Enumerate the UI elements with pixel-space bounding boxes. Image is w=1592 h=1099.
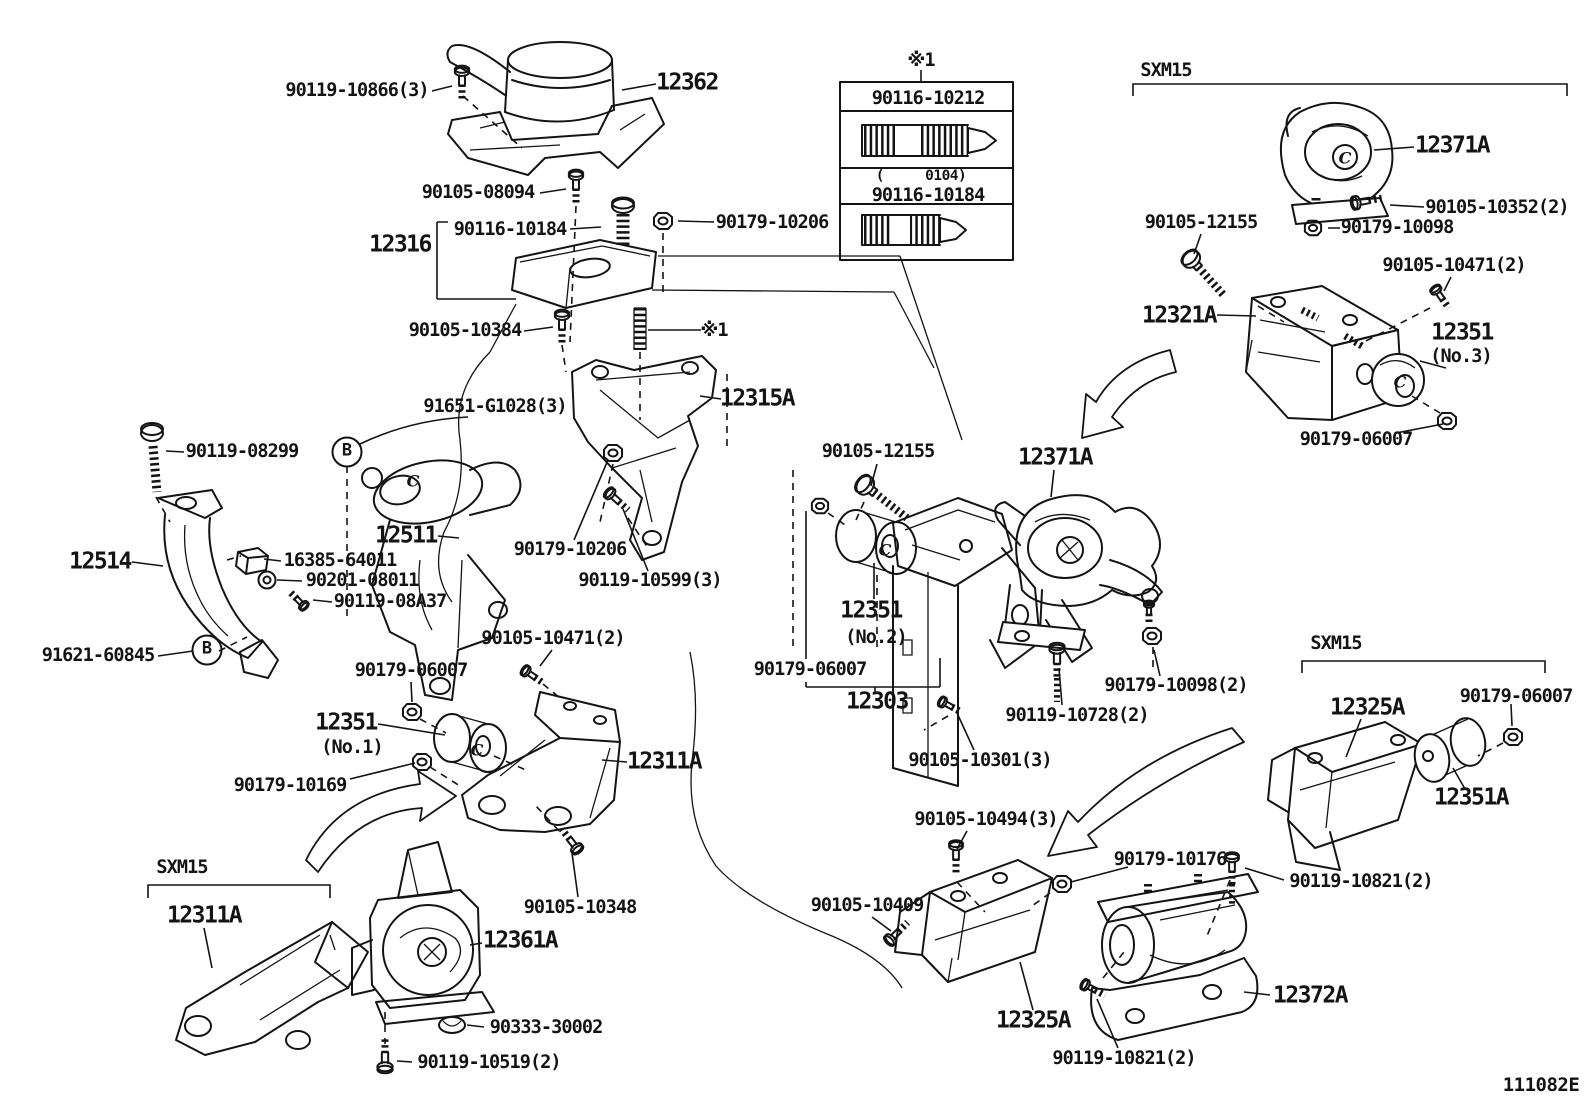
leader-lines [132, 84, 1512, 1062]
part-label: 90179-06007 [753, 658, 868, 680]
part-label: 12362 [656, 69, 719, 96]
variant-label-sxm15: SXM15 [1310, 632, 1362, 654]
part-label: 12325A [1329, 694, 1406, 721]
part-label: 12351 [840, 597, 903, 624]
part-label: 90119-08299 [185, 440, 300, 462]
part-label: 90105-10301(3) [908, 749, 1052, 771]
part-label: 12316 [369, 231, 432, 258]
part-12511-art [362, 451, 520, 700]
ref-table-lower-part: 90116-10184 [871, 184, 986, 206]
part-label: 12325A [995, 1007, 1072, 1034]
part-label: 12303 [846, 688, 909, 715]
part-label: 12311A [626, 748, 703, 775]
part-label: 90116-10184 [453, 218, 568, 240]
part-label: 12321A [1141, 302, 1218, 329]
part-label: 12351 [1431, 319, 1494, 346]
part-label: 12511 [375, 522, 438, 549]
part-label: 90105-12155 [821, 440, 936, 462]
part-label: (No.3) [1430, 345, 1492, 367]
letter-marker: C [406, 471, 420, 491]
part-label: 90179-06007 [1299, 428, 1414, 450]
part-12362-art [447, 42, 664, 175]
stud-art [634, 308, 646, 350]
part-label: 90119-10821(2) [1289, 870, 1433, 892]
circled-letter-marker: B [191, 634, 223, 666]
part-12315A-art [572, 356, 716, 560]
part-label: 90179-10176 [1113, 848, 1228, 870]
part-label: 12351A [1433, 784, 1510, 811]
part-label: 12514 [69, 548, 132, 575]
letter-marker: C [878, 540, 892, 560]
part-label: 12315A [719, 385, 796, 412]
part-label: 90179-10169 [233, 774, 348, 796]
part-label: 90119-10519(2) [417, 1051, 561, 1073]
fastener-art [141, 66, 1523, 1074]
ref-marker: ※1 [700, 319, 728, 341]
part-label: 90179-10098 [1340, 216, 1455, 238]
part-label: 90179-10098(2) [1104, 674, 1248, 696]
dashed-lines [156, 96, 1503, 1044]
part-label: 90119-08A37 [333, 590, 448, 612]
part-12325A-art [895, 860, 1052, 982]
letter-marker: C [1393, 372, 1407, 392]
part-12361A-art [352, 842, 494, 1024]
part-label: 90119-10866(3) [285, 79, 429, 101]
circled-letter-marker: B [331, 436, 363, 468]
part-label: 12371A [1017, 444, 1094, 471]
part-label: 90105-10352(2) [1425, 196, 1569, 218]
part-label: 90105-10409 [810, 894, 925, 916]
part-label: 90105-10494(3) [914, 808, 1058, 830]
part-label: 90179-06007 [1459, 685, 1574, 707]
part-12321A-art [1246, 286, 1402, 420]
part-12371A-center-art [995, 495, 1162, 662]
part-label: 90119-10599(3) [578, 569, 722, 591]
part-12372A-art [1091, 874, 1258, 1040]
part-label: 90179-10206 [513, 538, 628, 560]
part-label: 12371A [1414, 132, 1491, 159]
part-label: 90119-10821(2) [1052, 1047, 1196, 1069]
letter-marker: C [1338, 148, 1352, 168]
part-label: 90119-10728(2) [1005, 704, 1149, 726]
part-label: 91651-G1028(3) [423, 395, 567, 417]
variant-label-sxm15: SXM15 [1140, 59, 1192, 81]
letter-marker: C [470, 740, 484, 760]
part-12514-art [158, 490, 278, 678]
ref-table-note: ( 0104) [875, 167, 967, 184]
part-label: (No.2) [845, 626, 907, 648]
drawing-code: 111082E [1502, 1074, 1580, 1096]
part-label: 90333-30002 [489, 1016, 604, 1038]
part-label: 90201-08011 [305, 569, 420, 591]
part-label: 90105-10471(2) [1382, 254, 1526, 276]
part-label: 91621-60845 [41, 644, 156, 666]
variant-group-brackets [148, 84, 1567, 898]
part-label: (No.1) [321, 736, 383, 758]
variant-label-sxm15: SXM15 [156, 856, 208, 878]
part-label: 90105-10348 [523, 896, 638, 918]
part-label: 16385-64011 [283, 549, 398, 571]
part-label: 12311A [166, 902, 243, 929]
part-12316-art [512, 198, 900, 309]
ref-marker: ※1 [907, 49, 935, 71]
part-12311A-art [462, 692, 620, 832]
part-label: 12372A [1272, 982, 1349, 1009]
part-12351A-art [1411, 715, 1489, 784]
part-12351-no3-art [1372, 354, 1424, 406]
part-12311A-sxm15-art [176, 922, 368, 1055]
part-label: 90105-08094 [421, 181, 536, 203]
ref-table-upper-part: 90116-10212 [871, 87, 986, 109]
context-lines [439, 256, 962, 988]
ref-table-box [840, 70, 1013, 260]
part-label: 90179-06007 [354, 659, 469, 681]
part-label: 90179-10206 [715, 211, 830, 233]
part-12351-no1-art [434, 714, 506, 772]
part-label: 12361A [482, 927, 559, 954]
flow-arrows [306, 350, 1244, 872]
part-12351-no2-art [836, 510, 916, 574]
part-label: 90105-10471(2) [481, 627, 625, 649]
part-label: 12351 [315, 709, 378, 736]
part-label: 90105-12155 [1144, 211, 1259, 233]
part-label: 90105-10384 [408, 319, 523, 341]
